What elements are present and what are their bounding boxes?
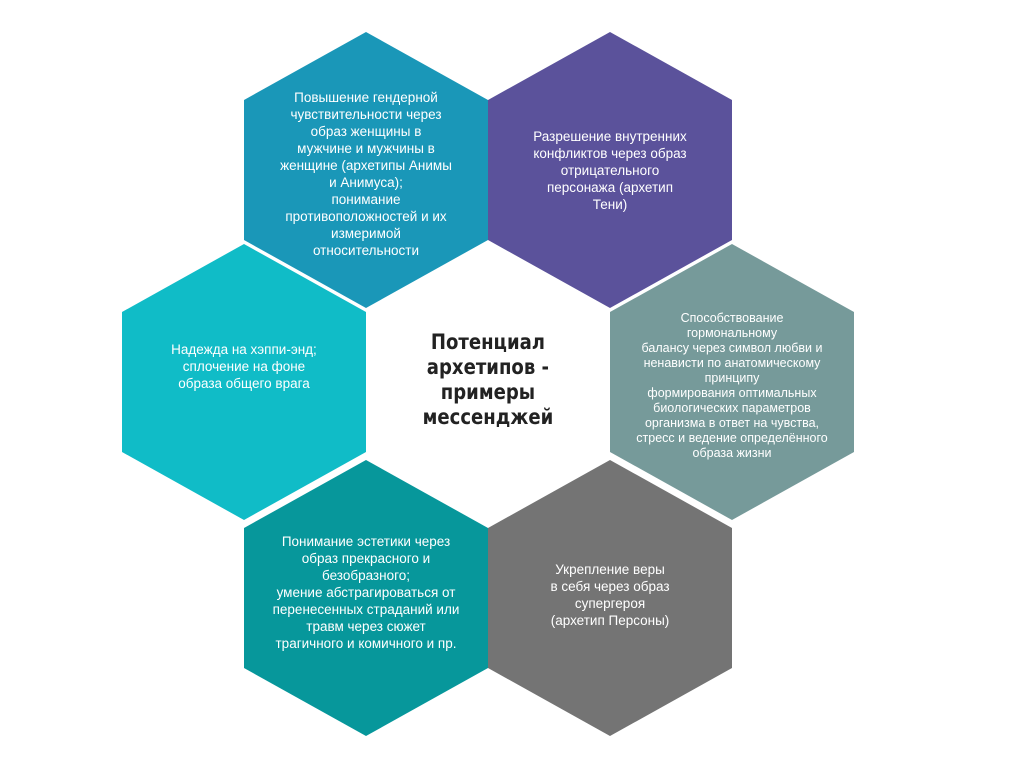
hexagon-shadow [488,32,732,308]
hexagon-anima-animus-text: Повышение гендерной чувствительности чер… [280,90,452,258]
hexagon-persona [488,460,732,736]
hexagon-center [366,260,610,512]
hexagon-shadow-text: Разрешение внутренних конфликтов через о… [533,128,687,212]
center-title: Потенциал архетипов - примеры мессенджей [422,330,554,429]
hexagon-happy-end [122,244,366,520]
hexagon-hormonal-balance-text: Способствование гормональному балансу че… [636,311,828,460]
hexagon-happy-end-text: Надежда на хэппи-энд; сплочение на фоне … [171,341,317,391]
hexagon-aesthetics-text: Понимание эстетики через образ прекрасно… [272,533,460,651]
hexagon-persona-text: Укрепление веры в себя через образ супер… [550,562,670,628]
hexagon-hormonal-balance [610,244,854,520]
hexagon-aesthetics [244,460,488,736]
hexagon-anima-animus [244,32,488,308]
